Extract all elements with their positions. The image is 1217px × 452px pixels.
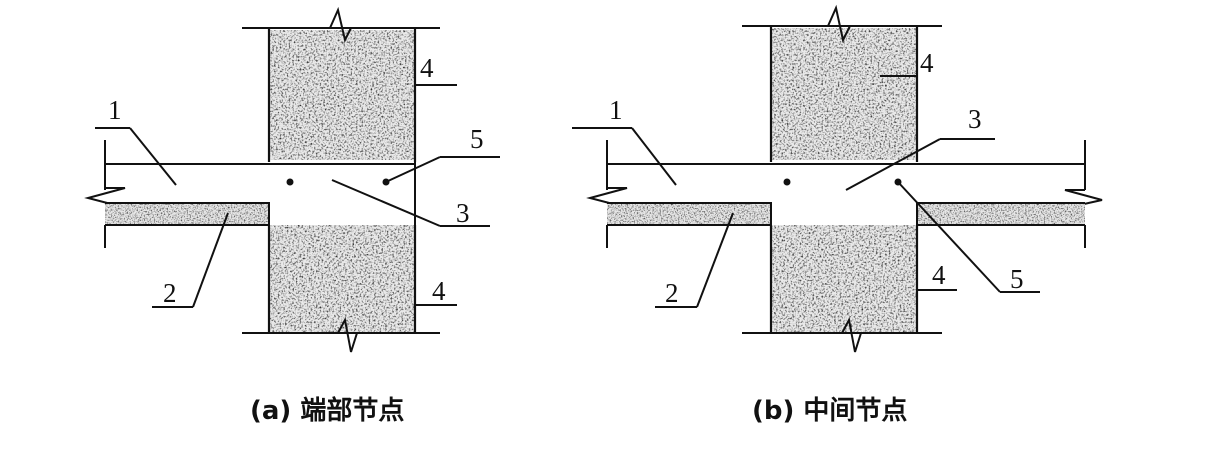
point-dot-a <box>382 178 390 186</box>
label-point-b: 5 <box>1010 264 1024 294</box>
label-wall-bottom-a: 4 <box>432 276 446 306</box>
label-wall-bottom-b: 4 <box>932 260 946 290</box>
underlay-strip-a <box>104 202 270 248</box>
label-wall-top-b: 4 <box>920 48 934 78</box>
label-wall-top-a: 4 <box>420 53 434 83</box>
upper-wall-b <box>742 4 942 162</box>
center-dot-b <box>783 178 791 186</box>
center-dot-a <box>286 178 294 186</box>
label-core-b: 3 <box>968 104 982 134</box>
label-point-a: 5 <box>470 124 484 154</box>
label-underlay-a: 2 <box>163 278 177 308</box>
diagram-a: 1 5 3 2 4 4 (a) 端部节点 <box>84 6 500 426</box>
lower-wall-a <box>242 225 440 353</box>
lower-wall-b <box>742 225 942 353</box>
label-underlay-b: 2 <box>665 278 679 308</box>
underlay-left-b <box>606 202 772 248</box>
caption-b: (b) 中间节点 <box>752 395 907 426</box>
caption-a: (a) 端部节点 <box>250 395 404 426</box>
upper-wall-a <box>242 6 440 162</box>
label-beam-b: 1 <box>609 95 623 125</box>
label-beam-a: 1 <box>108 95 122 125</box>
diagram-b: 1 3 5 2 4 4 (b) 中间节点 <box>572 4 1103 426</box>
underlay-right-b <box>916 202 1086 248</box>
label-core-a: 3 <box>456 198 470 228</box>
